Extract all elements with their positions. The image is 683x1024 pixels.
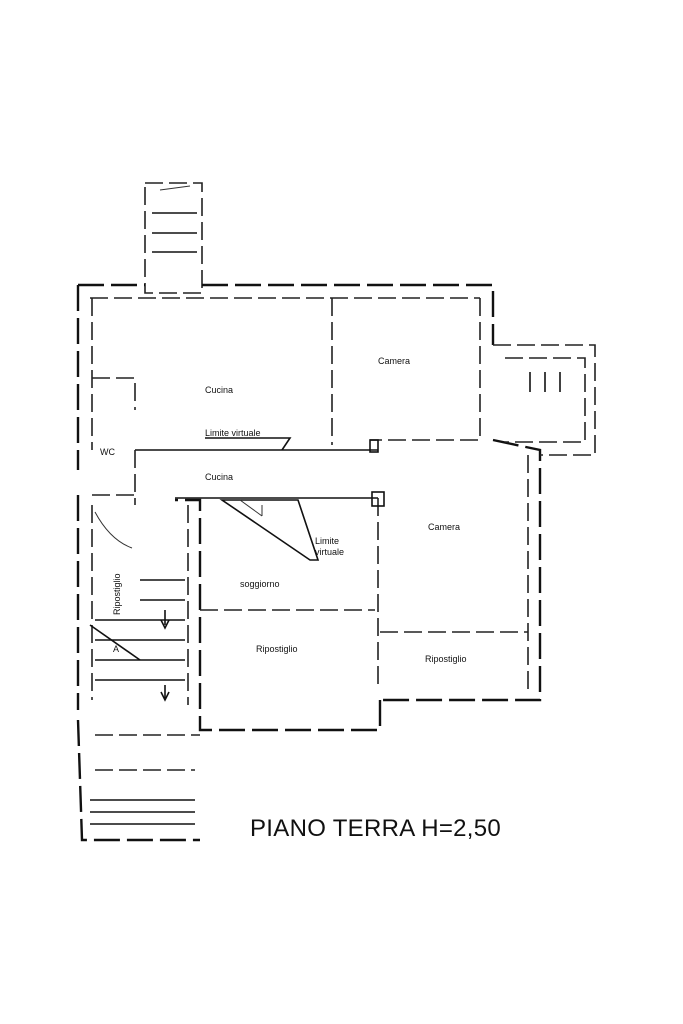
top-annex <box>144 182 203 294</box>
room-label-soggiorno: soggiorno <box>240 579 280 589</box>
annotation-limite-virtuale-top: Limite virtuale <box>205 428 261 438</box>
outer-walls <box>76 283 542 842</box>
inner-walls <box>90 297 529 736</box>
plan-title: PIANO TERRA H=2,50 <box>250 815 501 842</box>
room-label-ripostiglio-left: Ripostiglio <box>112 573 122 615</box>
room-label-camera-top: Camera <box>378 356 410 366</box>
room-label-wc: WC <box>100 447 115 457</box>
annotation-limite-virtuale-mid-1: Limite <box>315 536 339 546</box>
right-annex <box>493 344 596 456</box>
room-label-ripostiglio-center: Ripostiglio <box>256 644 298 654</box>
room-label-cucina-mid: Cucina <box>205 472 233 482</box>
staircase <box>89 511 185 702</box>
annotation-stair-mark: A <box>113 644 119 654</box>
limite-virtuale-callout <box>205 437 292 451</box>
annotation-limite-virtuale-mid-2: virtuale <box>315 547 344 557</box>
room-label-ripostiglio-right: Ripostiglio <box>425 654 467 664</box>
lower-steps <box>90 769 195 825</box>
room-label-camera-right: Camera <box>428 522 460 532</box>
center-stair-hatch <box>219 499 320 561</box>
room-label-cucina-top: Cucina <box>205 385 233 395</box>
